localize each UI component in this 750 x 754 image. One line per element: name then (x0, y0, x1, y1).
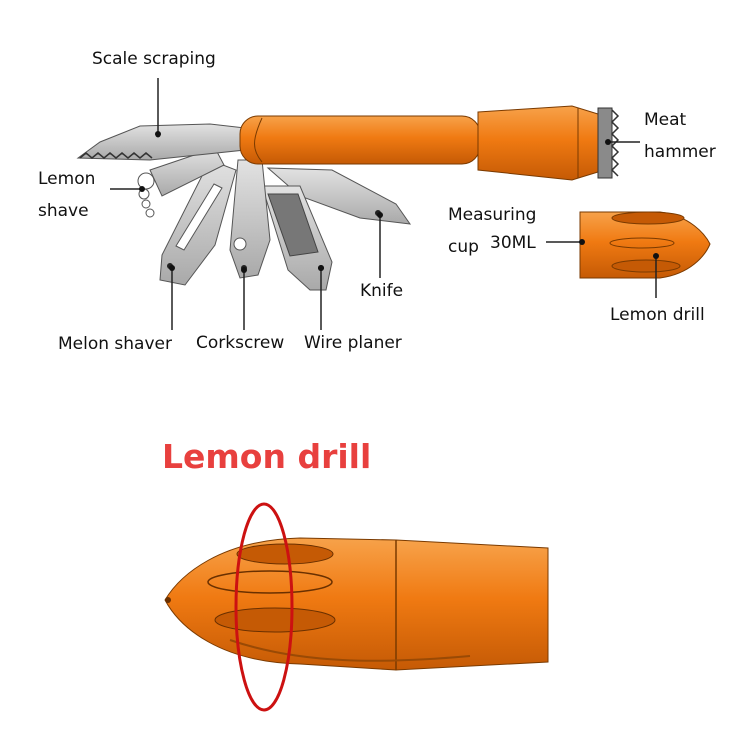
drill-groove-mid (207, 570, 333, 594)
leader-dots (139, 131, 659, 273)
label-measuring-cup-line2: cup (448, 237, 479, 257)
corkscrew-blade (229, 159, 271, 279)
leader-lines (110, 78, 657, 330)
handle-grip (477, 105, 599, 181)
tool-fan (76, 123, 412, 291)
drill-groove-low (214, 607, 336, 633)
scale-scraping-blade (76, 123, 246, 161)
label-lemon-shave-line2: shave (38, 201, 89, 221)
corkscrew-hole (233, 237, 247, 251)
meat-hammer-head (597, 107, 613, 179)
label-measuring-cup-line1: Measuring (448, 205, 537, 225)
cup-groove-mid (609, 237, 675, 249)
label-meat-hammer-line1: Meat (644, 110, 687, 130)
cup-groove-top (611, 211, 685, 225)
label-melon-shaver: Melon shaver (58, 334, 172, 354)
measuring-cup (579, 211, 711, 279)
meat-hammer-teeth (610, 109, 620, 177)
drill-shadow (229, 639, 471, 662)
drill-point (165, 597, 171, 603)
handle-body (239, 115, 481, 165)
wire-planer-grid (267, 193, 319, 257)
label-capacity: 30ML (490, 233, 536, 253)
melon-shaver-slot (175, 183, 223, 251)
title-lemon-drill: Lemon drill (162, 437, 372, 476)
scale-scraping-teeth (79, 152, 153, 159)
tool-handle (239, 105, 620, 181)
highlight-ring (234, 502, 294, 712)
label-meat-hammer-line2: hammer (644, 142, 716, 162)
drill-body (395, 539, 549, 671)
label-knife: Knife (360, 281, 404, 301)
label-wire-planer: Wire planer (304, 333, 402, 353)
cup-groove-bot (611, 259, 681, 273)
label-corkscrew: Corkscrew (196, 333, 285, 353)
label-lemon-drill-small: Lemon drill (610, 305, 705, 325)
lemon-drill-closeup (164, 502, 549, 712)
label-lemon-shave-line1: Lemon (38, 169, 96, 189)
label-scale-scraping: Scale scraping (92, 49, 216, 69)
drill-groove-top (236, 543, 334, 565)
